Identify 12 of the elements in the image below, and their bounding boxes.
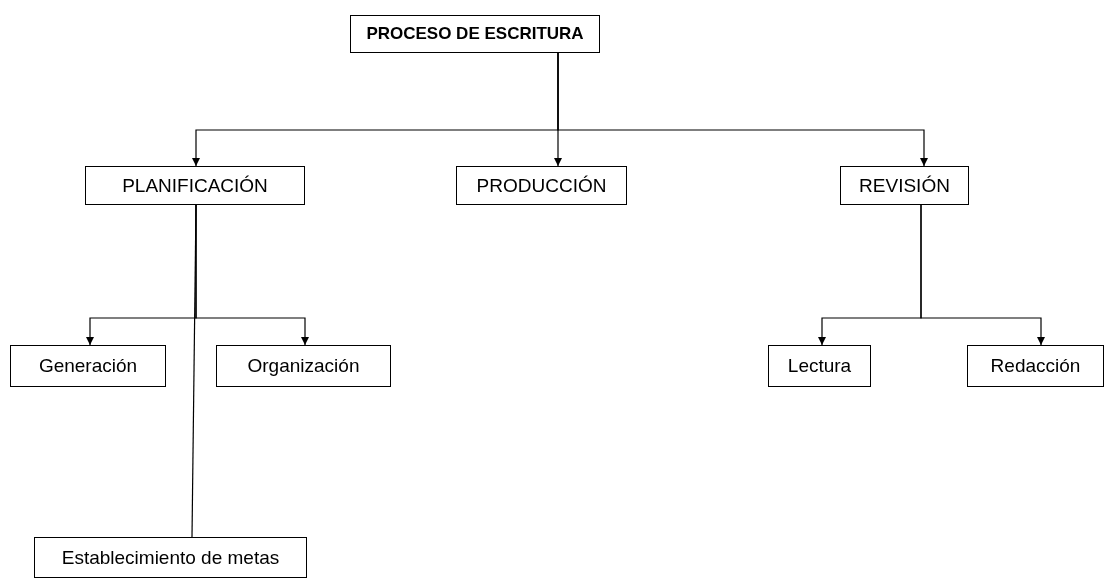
process-box: Lectura	[768, 345, 871, 387]
arrow	[557, 52, 928, 167]
arrow	[920, 204, 1045, 346]
title-box: PROCESO DE ESCRITURA	[350, 15, 600, 53]
process-box: Organización	[216, 345, 391, 387]
process-box: Redacción	[967, 345, 1104, 387]
process-box: Establecimiento de metas	[34, 537, 307, 578]
process-box: Generación	[10, 345, 166, 387]
process-box: PRODUCCIÓN	[456, 166, 627, 205]
connector-line	[191, 204, 197, 538]
process-box: PLANIFICACIÓN	[85, 166, 305, 205]
process-box: REVISIÓN	[840, 166, 969, 205]
